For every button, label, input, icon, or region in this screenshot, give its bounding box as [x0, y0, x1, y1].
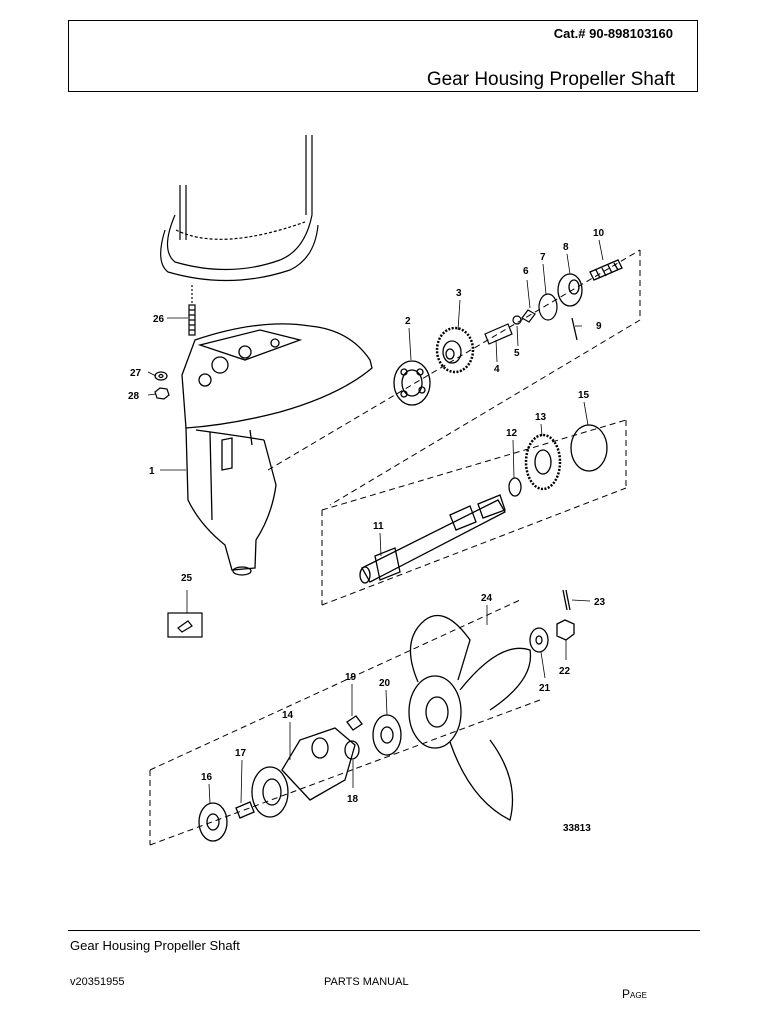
callout-7: 7	[540, 252, 546, 263]
footer-manual-label: PARTS MANUAL	[324, 976, 409, 988]
bearing	[393, 360, 431, 406]
callout-5: 5	[514, 348, 520, 359]
callout-27: 27	[130, 368, 142, 379]
shift-parts	[484, 293, 558, 345]
gear-housing	[181, 323, 373, 576]
propeller	[408, 614, 532, 821]
catalog-number: Cat.# 90-898103160	[553, 26, 673, 41]
callout-15: 15	[578, 390, 590, 401]
prop-hardware	[529, 589, 575, 653]
footer-divider	[68, 930, 700, 931]
callout-9: 9	[596, 321, 602, 332]
callout-25: 25	[181, 573, 193, 584]
callout-3: 3	[456, 288, 462, 299]
callout-12: 12	[506, 428, 518, 439]
retainer-spring	[557, 259, 623, 341]
callout-10: 10	[593, 228, 605, 239]
callout-6: 6	[523, 266, 529, 277]
callout-18: 18	[347, 794, 359, 805]
callout-17: 17	[235, 748, 247, 759]
callout-23: 23	[594, 597, 606, 608]
callout-16: 16	[201, 772, 213, 783]
callout-24: 24	[481, 593, 493, 604]
footer-page-label: Page	[622, 987, 647, 1001]
page-title: Gear Housing Propeller Shaft	[426, 69, 675, 90]
forward-gear	[508, 424, 608, 497]
callout-11: 11	[373, 521, 384, 532]
inset-box	[167, 612, 203, 638]
pinion-gear	[435, 326, 475, 374]
rear-bearings	[198, 801, 255, 842]
callout-labels: 26 27 28 1 2 3 4 5 6 7 8 9 10 11 12 13 1…	[128, 228, 606, 834]
callout-1: 1	[149, 466, 155, 477]
callout-19: 19	[345, 672, 357, 683]
footer-version: v20351955	[70, 976, 125, 988]
callout-13: 13	[535, 412, 547, 423]
callout-28: 28	[128, 391, 140, 402]
callout-4: 4	[494, 364, 500, 375]
callout-26: 26	[153, 314, 165, 325]
callout-8: 8	[563, 242, 569, 253]
callout-14: 14	[282, 710, 294, 721]
leader-lines	[147, 239, 604, 804]
callout-2: 2	[405, 316, 411, 327]
callout-20: 20	[379, 678, 391, 689]
upper-housing	[160, 135, 319, 282]
callout-22: 22	[559, 666, 571, 677]
bearing-carrier	[251, 727, 356, 818]
header-box: Cat.# 90-898103160 Gear Housing Propelle…	[68, 20, 698, 92]
washer-nut	[154, 371, 170, 400]
drawing-number: 33813	[563, 823, 591, 834]
callout-21: 21	[539, 683, 551, 694]
footer-section-title: Gear Housing Propeller Shaft	[70, 938, 240, 953]
propeller-shaft	[359, 494, 506, 584]
assembly-lines	[149, 249, 641, 846]
stud	[188, 285, 196, 336]
